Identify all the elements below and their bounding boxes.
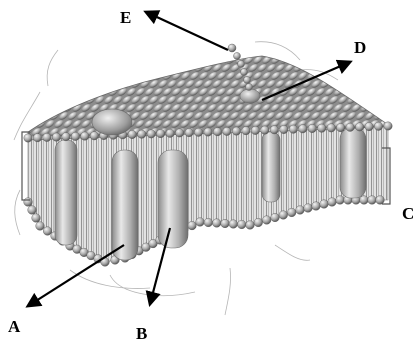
phospholipid-head: [24, 198, 33, 207]
phospholipid-head: [223, 127, 231, 135]
phospholipid-head: [24, 134, 32, 142]
phospholipid-head: [279, 211, 288, 220]
phospholipid-head: [374, 122, 382, 130]
phospholipid-head: [43, 133, 51, 141]
phospholipid-head: [318, 124, 326, 132]
phospholipid-head: [28, 206, 37, 215]
phospholipid-head: [36, 222, 45, 231]
phospholipid-head: [194, 128, 202, 136]
phospholipid-head: [43, 227, 52, 236]
phospholipid-head: [71, 132, 79, 140]
integral-protein-mid: [262, 132, 280, 202]
phospholipid-head: [138, 130, 146, 138]
phospholipid-head: [360, 196, 369, 205]
phospholipid-head: [81, 132, 89, 140]
phospholipid-head: [376, 196, 385, 205]
phospholipid-head: [147, 130, 155, 138]
integral-protein-a: [112, 150, 138, 260]
phospholipid-head: [166, 129, 174, 137]
bilayer-cut-face: [28, 122, 388, 262]
phospholipid-head: [346, 123, 354, 131]
arrow-a: [28, 245, 124, 306]
phospholipid-head: [204, 128, 212, 136]
phospholipid-head: [156, 129, 164, 137]
phospholipid-head: [204, 218, 213, 227]
peripheral-protein-dome: [92, 109, 132, 135]
phospholipid-head: [336, 196, 345, 205]
phospholipid-head: [175, 129, 183, 137]
phospholipid-head: [262, 216, 271, 225]
integral-protein-right: [340, 128, 366, 198]
phospholipid-head: [229, 220, 238, 229]
integral-protein-b: [158, 150, 188, 248]
arrow-e: [146, 12, 228, 50]
phospholipid-head: [289, 125, 297, 133]
phospholipid-head: [270, 126, 278, 134]
phospholipid-head: [251, 126, 259, 134]
phospholipid-head: [128, 130, 136, 138]
phospholipid-head: [212, 219, 221, 228]
label-d: D: [354, 38, 366, 57]
phospholipid-head: [368, 196, 377, 205]
phospholipid-head: [188, 221, 197, 230]
label-a: A: [8, 317, 21, 336]
label-e: E: [120, 8, 131, 27]
phospholipid-head: [308, 124, 316, 132]
phospholipid-head: [280, 125, 288, 133]
phospholipid-head: [52, 133, 60, 141]
phospholipid-head: [32, 214, 41, 223]
phospholipid-head: [221, 219, 230, 228]
label-c: C: [402, 204, 414, 223]
phospholipid-head: [320, 200, 329, 209]
phospholipid-head: [62, 133, 70, 141]
phospholipid-head: [261, 126, 269, 134]
phospholipid-head: [299, 125, 307, 133]
phospholipid-head: [365, 122, 373, 130]
phospholipid-head: [296, 206, 305, 215]
phospholipid-head: [336, 123, 344, 131]
phospholipid-head: [287, 208, 296, 217]
phospholipid-head: [328, 198, 337, 207]
phospholipid-head: [196, 218, 205, 227]
phospholipid-head: [90, 132, 98, 140]
phospholipid-head: [242, 127, 250, 135]
phospholipid-head: [271, 213, 280, 222]
phospholipid-head: [304, 204, 313, 213]
phospholipid-head: [185, 128, 193, 136]
peripheral-protein-d: [240, 89, 260, 103]
phospholipid-head: [246, 221, 255, 230]
phospholipid-head: [384, 122, 392, 130]
phospholipid-head: [213, 128, 221, 136]
phospholipid-head: [327, 124, 335, 132]
phospholipid-head: [254, 218, 263, 227]
phospholipid-head: [232, 127, 240, 135]
integral-protein-left: [55, 140, 77, 245]
phospholipid-head: [355, 123, 363, 131]
phospholipid-head: [312, 202, 321, 211]
phospholipid-head: [33, 134, 41, 142]
phospholipid-head: [237, 220, 246, 229]
label-b: B: [136, 324, 147, 343]
